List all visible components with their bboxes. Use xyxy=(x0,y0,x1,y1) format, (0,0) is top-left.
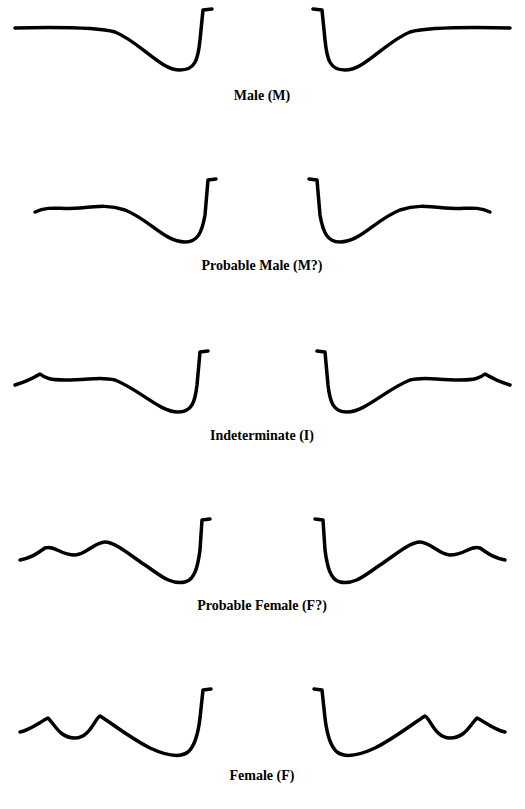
category-label: Indeterminate (I) xyxy=(210,428,314,444)
probable-female-outline xyxy=(20,519,505,583)
category-label: Male (M) xyxy=(234,88,290,104)
category-label: Probable Female (F?) xyxy=(197,598,327,614)
indeterminate-outline xyxy=(15,351,510,412)
probable-male-outline xyxy=(35,179,490,242)
male-outline xyxy=(15,9,510,70)
category-label: Probable Male (M?) xyxy=(201,258,322,274)
female-outline xyxy=(20,689,505,755)
category-label: Female (F) xyxy=(230,768,295,784)
